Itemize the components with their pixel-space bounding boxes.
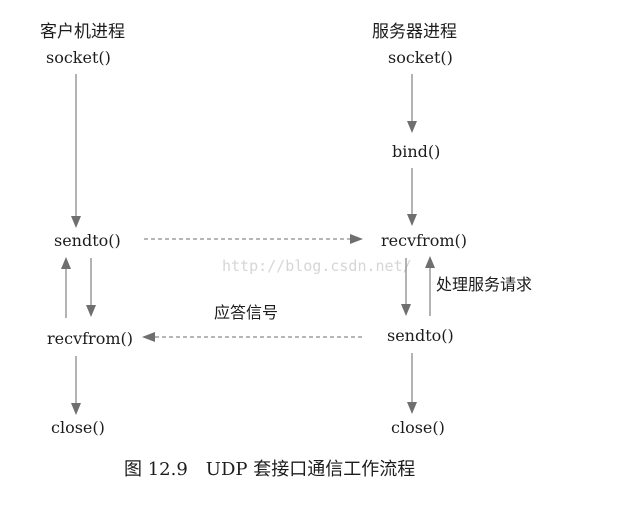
client-process-title: 客户机进程 (40, 22, 125, 42)
figure-caption: 图 12.9 UDP 套接口通信工作流程 (124, 459, 415, 480)
arrow-server-socket-to-bind (407, 74, 417, 133)
arrow-client-sendto-to-recvfrom (86, 258, 96, 317)
arrow-server-recvfrom-to-sendto (401, 258, 411, 316)
arrow-server-sendto-to-recvfrom (425, 256, 435, 316)
client-recvfrom-call: recvfrom() (47, 329, 133, 348)
server-close-call: close() (391, 418, 445, 437)
arrow-server-bind-to-recvfrom (407, 168, 417, 226)
client-socket-call: socket() (46, 48, 111, 67)
arrow-server-sendto-to-close (407, 353, 417, 414)
client-sendto-call: sendto() (54, 231, 121, 250)
watermark: http://blog.csdn.net/ (222, 257, 412, 275)
arrow-request-client-to-server (144, 234, 363, 244)
server-process-title: 服务器进程 (372, 22, 457, 42)
process-request-label: 处理服务请求 (436, 275, 532, 294)
server-recvfrom-call: recvfrom() (381, 231, 467, 250)
arrow-response-server-to-client (142, 332, 362, 342)
server-socket-call: socket() (388, 48, 453, 67)
response-signal-label: 应答信号 (214, 303, 278, 322)
arrow-client-recvfrom-to-close (71, 356, 81, 415)
client-close-call: close() (51, 418, 105, 437)
arrow-client-socket-to-sendto (71, 74, 81, 228)
arrow-client-recvfrom-to-sendto (61, 257, 71, 318)
server-bind-call: bind() (392, 142, 440, 161)
server-sendto-call: sendto() (387, 326, 454, 345)
